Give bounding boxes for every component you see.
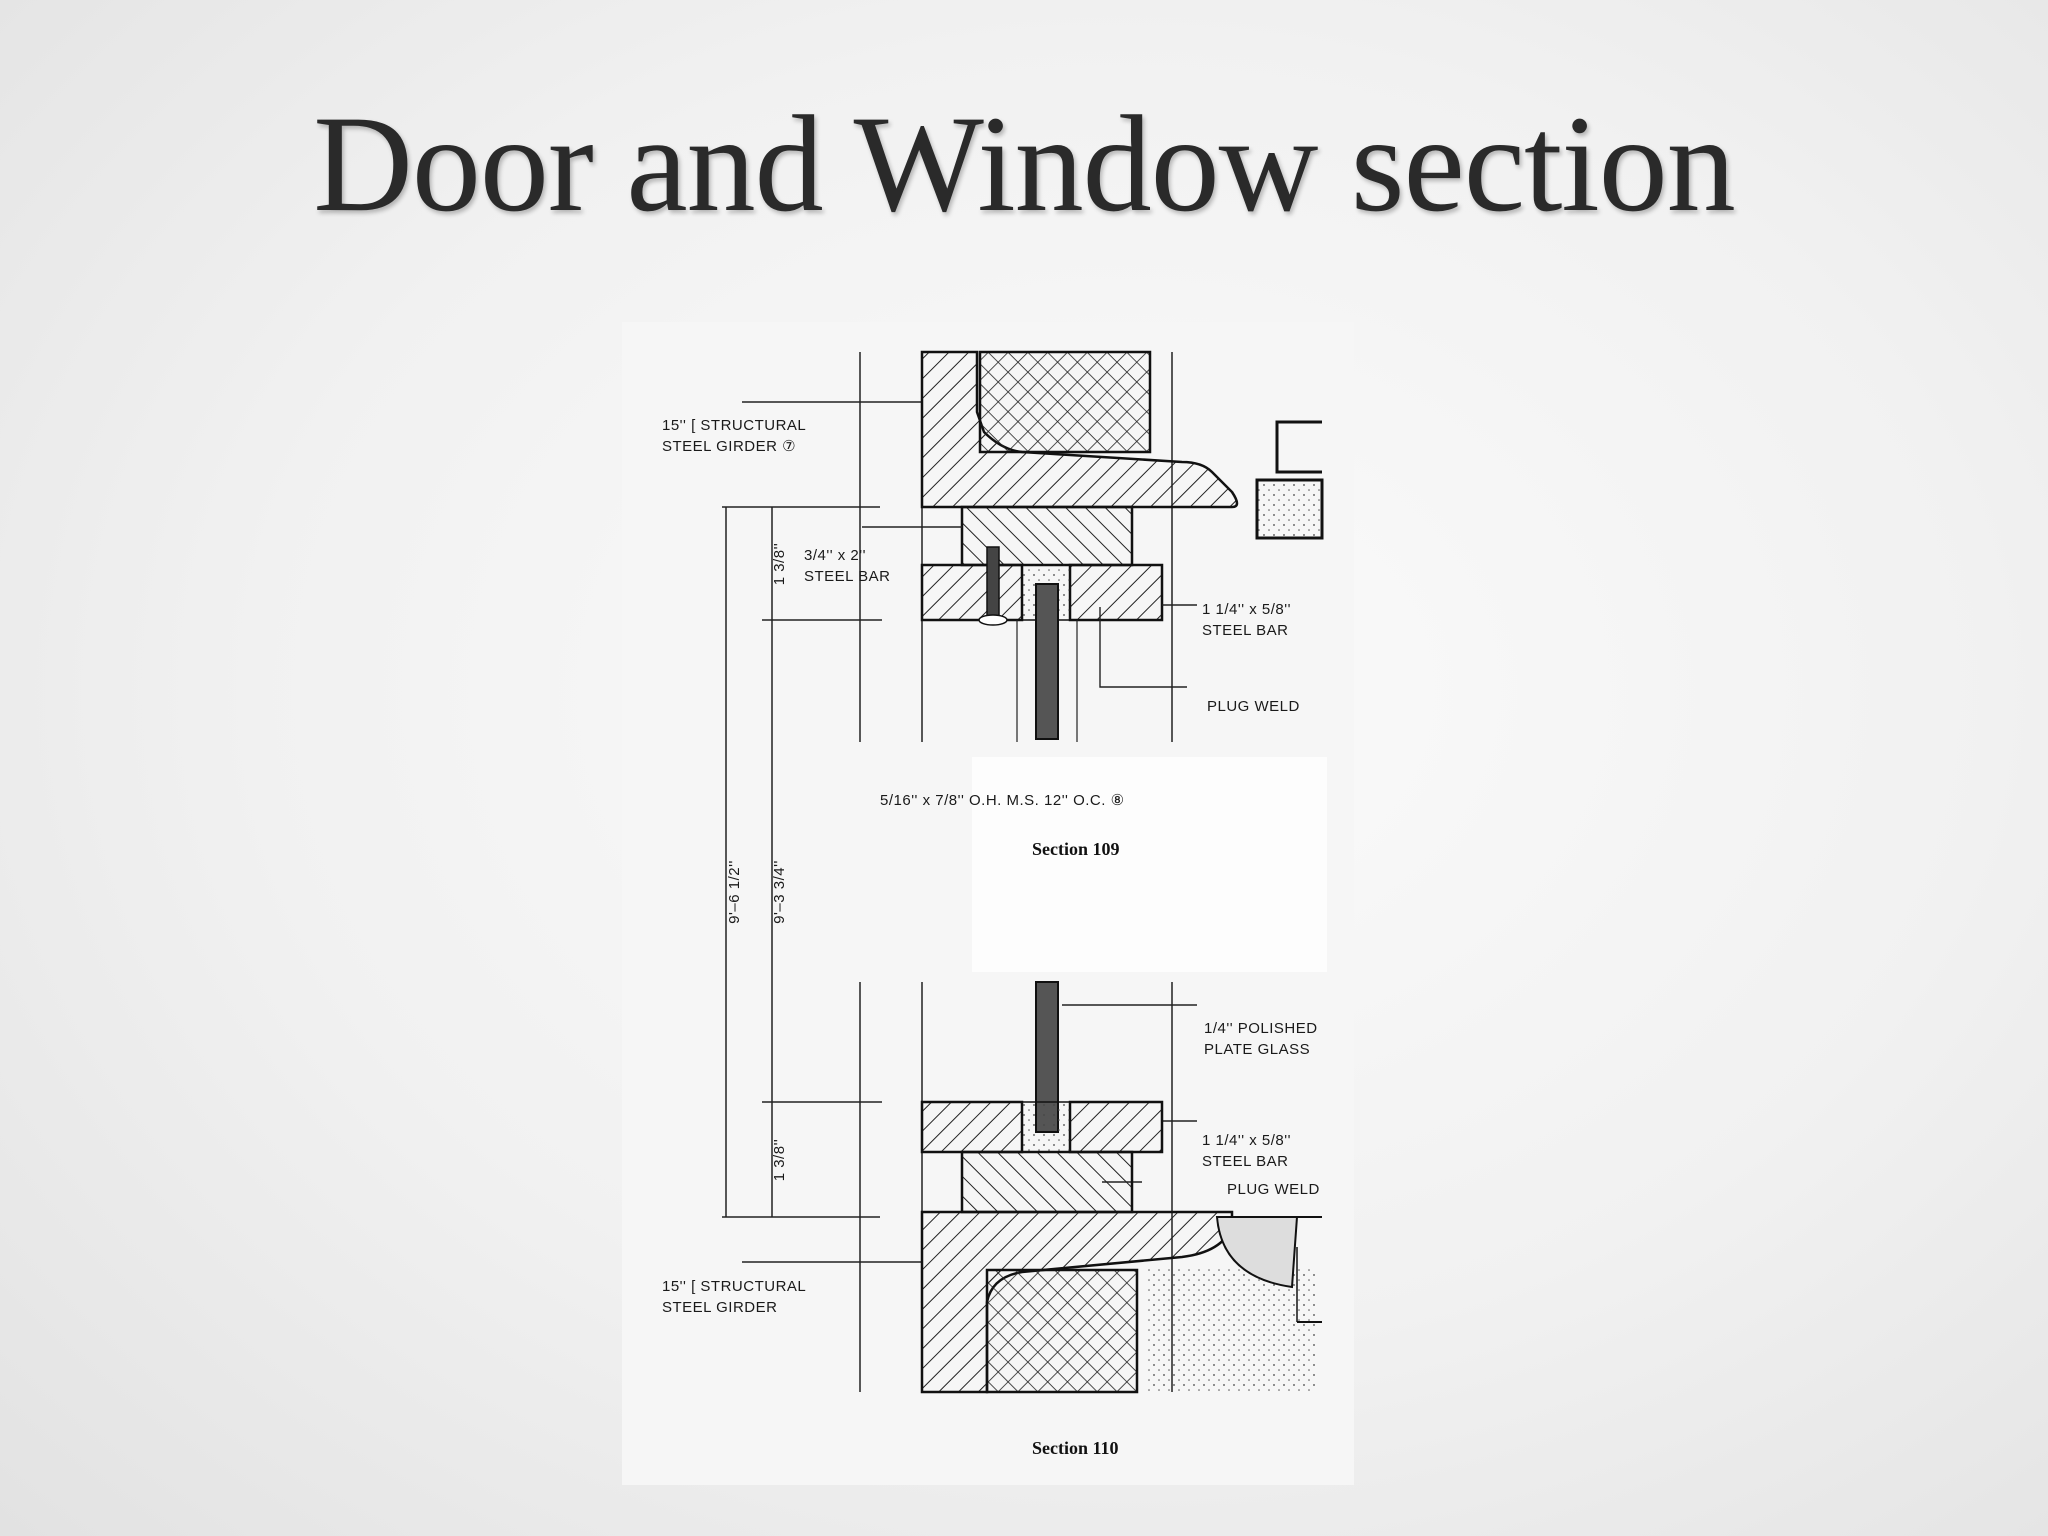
top-girder [920, 350, 1239, 509]
section-drawing-svg: 15'' [ STRUCTURAL STEEL GIRDER ⑦ 3/4'' x… [662, 350, 1327, 1458]
dimension-lines [722, 506, 882, 1218]
right-channel [1255, 420, 1324, 540]
label-small-bar-1: 3/4'' x 2'' [804, 547, 866, 564]
caption-section-110: Section 110 [1032, 1438, 1119, 1458]
label-bottom-bar-2: STEEL BAR [1202, 1153, 1288, 1170]
label-top-bar-1: 1 1/4'' x 5/8'' [1202, 601, 1291, 618]
dimension-top-offset: 1 3/8'' [771, 543, 788, 586]
label-girder-bottom-2: STEEL GIRDER [662, 1299, 777, 1316]
caption-section-109: Section 109 [1032, 839, 1120, 859]
label-bottom-bar-1: 1 1/4'' x 5/8'' [1202, 1132, 1291, 1149]
label-plug-weld-bottom: PLUG WELD [1227, 1181, 1320, 1198]
dimension-bottom-offset: 1 3/8'' [771, 1139, 788, 1182]
annotation-mask [972, 757, 1327, 972]
label-screw-spec: 5/16'' x 7/8'' O.H. M.S. 12'' O.C. ⑧ [880, 792, 1125, 809]
label-group: 15'' [ STRUCTURAL STEEL GIRDER ⑦ 3/4'' x… [662, 417, 1320, 1458]
label-small-bar-2: STEEL BAR [804, 568, 890, 585]
label-girder-bottom-1: 15'' [ STRUCTURAL [662, 1278, 806, 1295]
label-top-bar-2: STEEL BAR [1202, 622, 1288, 639]
dimension-overall: 9'–6 1/2'' [726, 860, 743, 924]
lower-steel-bars [920, 1100, 1164, 1214]
dimension-inner: 9'–3 3/4'' [771, 860, 788, 924]
label-girder-top-1: 15'' [ STRUCTURAL [662, 417, 806, 434]
label-girder-top-2: STEEL GIRDER ⑦ [662, 438, 796, 455]
label-glass-2: PLATE GLASS [1204, 1041, 1310, 1058]
leader-lines [742, 526, 1197, 1263]
label-plug-weld-top: PLUG WELD [1207, 698, 1300, 715]
bottom-girder [920, 1210, 1322, 1394]
glass-pane [1016, 583, 1078, 1133]
section-drawing: 15'' [ STRUCTURAL STEEL GIRDER ⑦ 3/4'' x… [622, 322, 1354, 1485]
slide-title: Door and Window section [313, 87, 1736, 240]
label-glass-1: 1/4'' POLISHED [1204, 1020, 1318, 1037]
